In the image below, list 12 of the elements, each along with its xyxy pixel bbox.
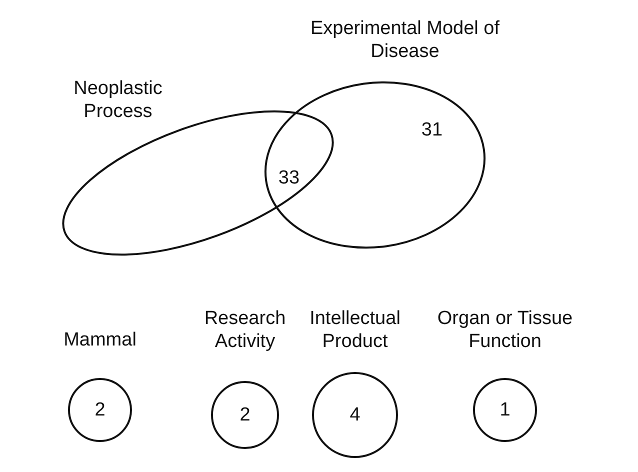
count-label: 2	[94, 398, 106, 422]
set-label: Organ or Tissue Function	[436, 307, 574, 353]
set-label: Research Activity	[203, 307, 287, 353]
set-label: Experimental Model of Disease	[309, 17, 501, 63]
set-label: Neoplastic Process	[72, 77, 164, 123]
count-label: 31	[421, 118, 443, 142]
count-label: 4	[350, 404, 360, 426]
count-label: 33	[278, 166, 300, 190]
count-label: 1	[500, 398, 510, 422]
count-label: 2	[240, 404, 250, 426]
set-label: Mammal	[64, 328, 136, 352]
set-label: Intellectual Product	[308, 307, 402, 353]
